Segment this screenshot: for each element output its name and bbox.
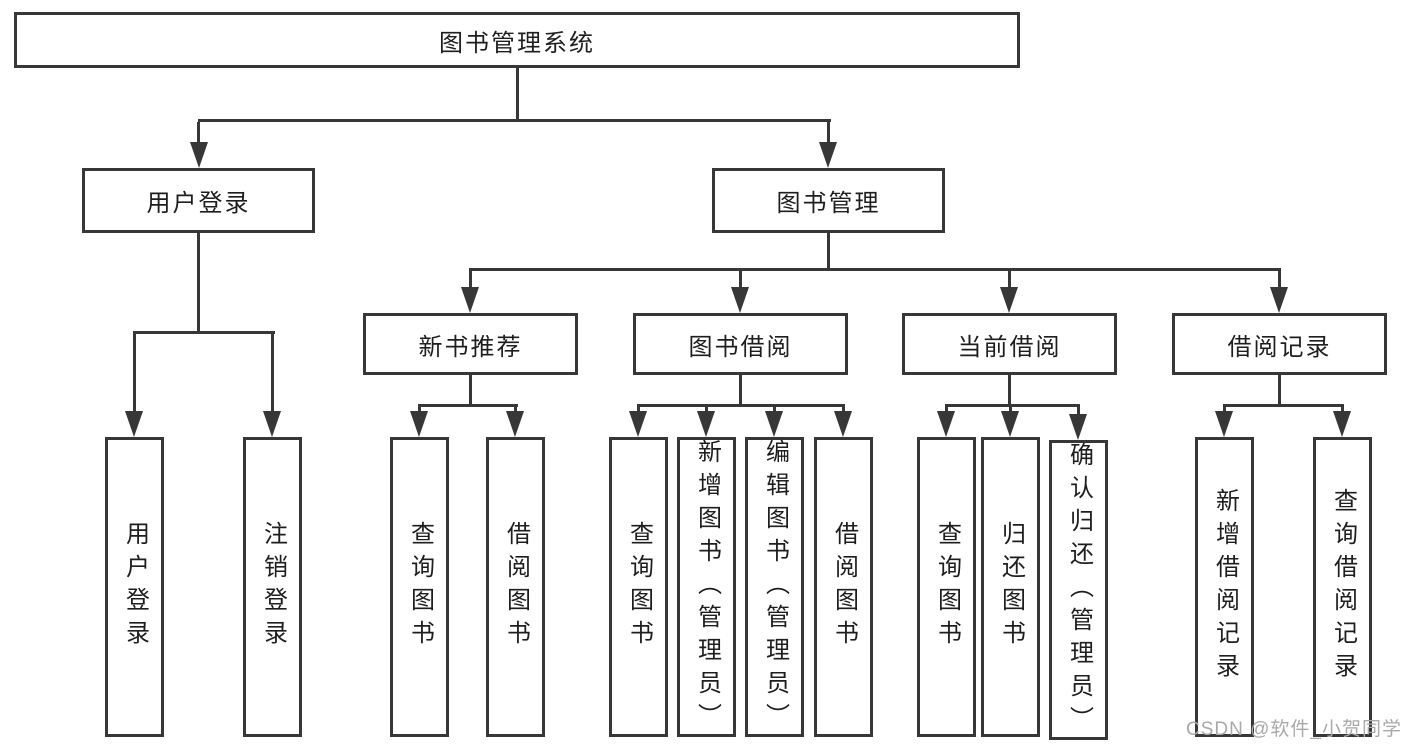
connector-book-management-stem bbox=[827, 233, 830, 268]
node-label: 新书推荐 bbox=[418, 333, 523, 361]
arrow-down-icon bbox=[1001, 411, 1019, 437]
node-label: 新增图书（管理员） bbox=[693, 438, 721, 736]
arrow-down-icon bbox=[819, 142, 837, 168]
node-label: 图书管理 bbox=[776, 190, 881, 217]
node-library-management-system: 图书管理系统 bbox=[14, 12, 1020, 68]
node-leaf-add-borrow-record: 新增借阅记录 bbox=[1195, 437, 1254, 737]
connector-current-borrowing-branch bbox=[945, 404, 1080, 407]
node-leaf-borrow-books-recommend: 借阅图书 bbox=[486, 437, 545, 737]
node-current-borrowing: 当前借阅 bbox=[902, 313, 1117, 375]
node-label: 注销登录 bbox=[259, 521, 287, 653]
node-leaf-query-borrow-record: 查询借阅记录 bbox=[1313, 437, 1372, 737]
node-label: 新增借阅记录 bbox=[1211, 488, 1239, 686]
node-book-management: 图书管理 bbox=[712, 168, 945, 233]
arrow-down-icon bbox=[125, 411, 143, 437]
connector-user-login-branch bbox=[133, 331, 275, 334]
connector-drop bbox=[418, 407, 421, 412]
node-leaf-user-login: 用户登录 bbox=[105, 437, 164, 737]
node-label: 当前借阅 bbox=[957, 333, 1062, 361]
connector-borrowing-records-branch bbox=[1223, 404, 1344, 407]
node-label: 查询图书 bbox=[406, 521, 434, 653]
node-label: 用户登录 bbox=[146, 190, 251, 217]
connector-drop bbox=[945, 407, 948, 412]
node-label: 图书借阅 bbox=[688, 333, 793, 361]
arrow-down-icon bbox=[506, 411, 524, 437]
connector-current-borrowing-stem bbox=[1008, 375, 1011, 404]
node-leaf-borrow-books: 借阅图书 bbox=[814, 437, 873, 737]
connector-book-management-branch bbox=[469, 268, 1281, 271]
arrow-down-icon bbox=[765, 411, 783, 437]
connector-user-login-stem bbox=[197, 233, 200, 331]
connector-drop bbox=[514, 407, 517, 412]
node-user-login: 用户登录 bbox=[82, 168, 315, 233]
connector-book-borrowing-stem bbox=[739, 375, 742, 404]
connector-new-book-branch bbox=[418, 404, 518, 407]
connector-drop-leaf-logout bbox=[271, 334, 274, 411]
connector-drop-book-borrowing bbox=[739, 271, 742, 287]
node-label: 确认归还（管理员） bbox=[1065, 441, 1093, 739]
node-leaf-add-books-admin: 新增图书（管理员） bbox=[677, 437, 736, 737]
node-leaf-confirm-return-admin: 确认归还（管理员） bbox=[1049, 440, 1108, 740]
arrow-down-icon bbox=[461, 287, 479, 313]
arrow-down-icon bbox=[190, 142, 208, 168]
connector-drop-new-book-recommendation bbox=[469, 271, 472, 287]
connector-new-book-stem bbox=[469, 375, 472, 404]
connector-book-borrowing-branch bbox=[637, 404, 845, 407]
connector-drop bbox=[1341, 407, 1344, 412]
connector-drop-leaf-user-login bbox=[133, 334, 136, 411]
node-label: 图书管理系统 bbox=[439, 29, 595, 57]
node-leaf-edit-books-admin: 编辑图书（管理员） bbox=[745, 437, 804, 737]
arrow-down-icon bbox=[697, 411, 715, 437]
node-borrowing-records: 借阅记录 bbox=[1172, 313, 1387, 375]
connector-drop bbox=[637, 407, 640, 412]
node-leaf-return-books: 归还图书 bbox=[981, 437, 1040, 737]
node-new-book-recommendation: 新书推荐 bbox=[363, 313, 578, 375]
connector-drop bbox=[705, 407, 708, 412]
node-leaf-query-books-current: 查询图书 bbox=[917, 437, 976, 737]
connector-drop bbox=[1009, 407, 1012, 412]
connector-root-branch bbox=[198, 119, 831, 122]
node-book-borrowing: 图书借阅 bbox=[633, 313, 848, 375]
connector-drop bbox=[1223, 407, 1226, 412]
arrow-down-icon bbox=[1333, 411, 1351, 437]
connector-borrowing-records-stem bbox=[1278, 375, 1281, 404]
node-label: 借阅图书 bbox=[830, 521, 858, 653]
arrow-down-icon bbox=[410, 411, 428, 437]
node-label: 归还图书 bbox=[997, 521, 1025, 653]
node-label: 查询图书 bbox=[625, 521, 653, 653]
arrow-down-icon bbox=[263, 411, 281, 437]
connector-drop bbox=[773, 407, 776, 412]
node-label: 用户登录 bbox=[121, 521, 149, 653]
node-leaf-query-books-borrowing: 查询图书 bbox=[609, 437, 668, 737]
connector-drop-borrowing-records bbox=[1278, 271, 1281, 287]
arrow-down-icon bbox=[834, 411, 852, 437]
connector-drop bbox=[1077, 407, 1080, 415]
arrow-down-icon bbox=[1270, 287, 1288, 313]
arrow-down-icon bbox=[1215, 411, 1233, 437]
node-label: 借阅记录 bbox=[1227, 333, 1332, 361]
node-label: 查询图书 bbox=[933, 521, 961, 653]
node-label: 编辑图书（管理员） bbox=[761, 438, 789, 736]
connector-drop-current-borrowing bbox=[1008, 271, 1011, 287]
connector-drop-user-login bbox=[197, 122, 200, 143]
arrow-down-icon bbox=[731, 287, 749, 313]
arrow-down-icon bbox=[1000, 287, 1018, 313]
connector-drop-book-management bbox=[827, 122, 830, 143]
arrow-down-icon bbox=[1069, 414, 1087, 440]
connector-root-stem bbox=[516, 68, 519, 119]
connector-drop bbox=[842, 407, 845, 412]
node-label: 借阅图书 bbox=[502, 521, 530, 653]
arrow-down-icon bbox=[629, 411, 647, 437]
arrow-down-icon bbox=[937, 411, 955, 437]
csdn-watermark: CSDN @软件_小贺同学 bbox=[1186, 719, 1402, 740]
node-leaf-query-books-recommend: 查询图书 bbox=[390, 437, 449, 737]
node-leaf-logout: 注销登录 bbox=[243, 437, 302, 737]
node-label: 查询借阅记录 bbox=[1329, 488, 1357, 686]
